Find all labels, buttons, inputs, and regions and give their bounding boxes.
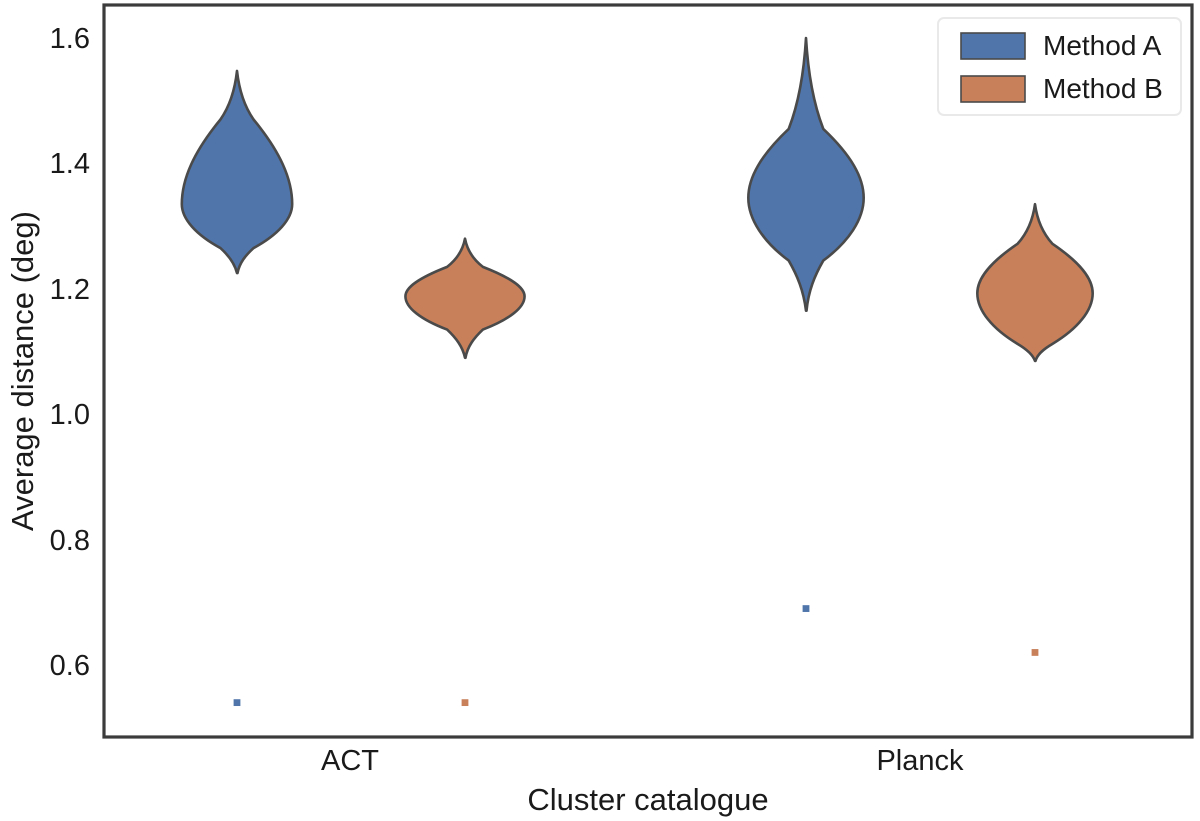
xtick-label-planck: Planck [876, 745, 964, 777]
y-axis-title: Average distance (deg) [5, 211, 40, 531]
ytick-label-0.6: 0.6 [50, 650, 90, 682]
legend-swatch-method-a [960, 32, 1026, 60]
outlier-markers-layer [231, 602, 1041, 709]
xtick-label-act: ACT [321, 745, 379, 777]
violin-method-a-act [180, 69, 294, 275]
ytick-label-1.6: 1.6 [50, 23, 90, 55]
violins-layer [180, 36, 1094, 363]
axes-spines [102, 3, 1194, 739]
marker-method-b-planck [1029, 646, 1041, 659]
violin-method-a-planck [747, 36, 865, 313]
ytick-label-0.8: 0.8 [50, 525, 90, 557]
violin-method-b-planck [976, 202, 1094, 363]
ytick-label-1.2: 1.2 [50, 274, 90, 306]
legend[interactable]: Method A Method B [937, 17, 1182, 116]
x-axis-title: Cluster catalogue [527, 782, 768, 817]
marker-method-b-act [459, 697, 471, 709]
marker-method-a-planck [800, 602, 812, 615]
legend-label-method-b: Method B [1043, 73, 1163, 104]
marker-method-a-act [231, 697, 243, 709]
plot-background [104, 5, 1192, 737]
legend-label-method-a: Method A [1043, 30, 1162, 61]
violin-method-b-act [404, 237, 526, 360]
ytick-label-1.4: 1.4 [50, 148, 90, 180]
legend-swatch-method-b [960, 75, 1026, 103]
ytick-label-1.0: 1.0 [50, 399, 90, 431]
